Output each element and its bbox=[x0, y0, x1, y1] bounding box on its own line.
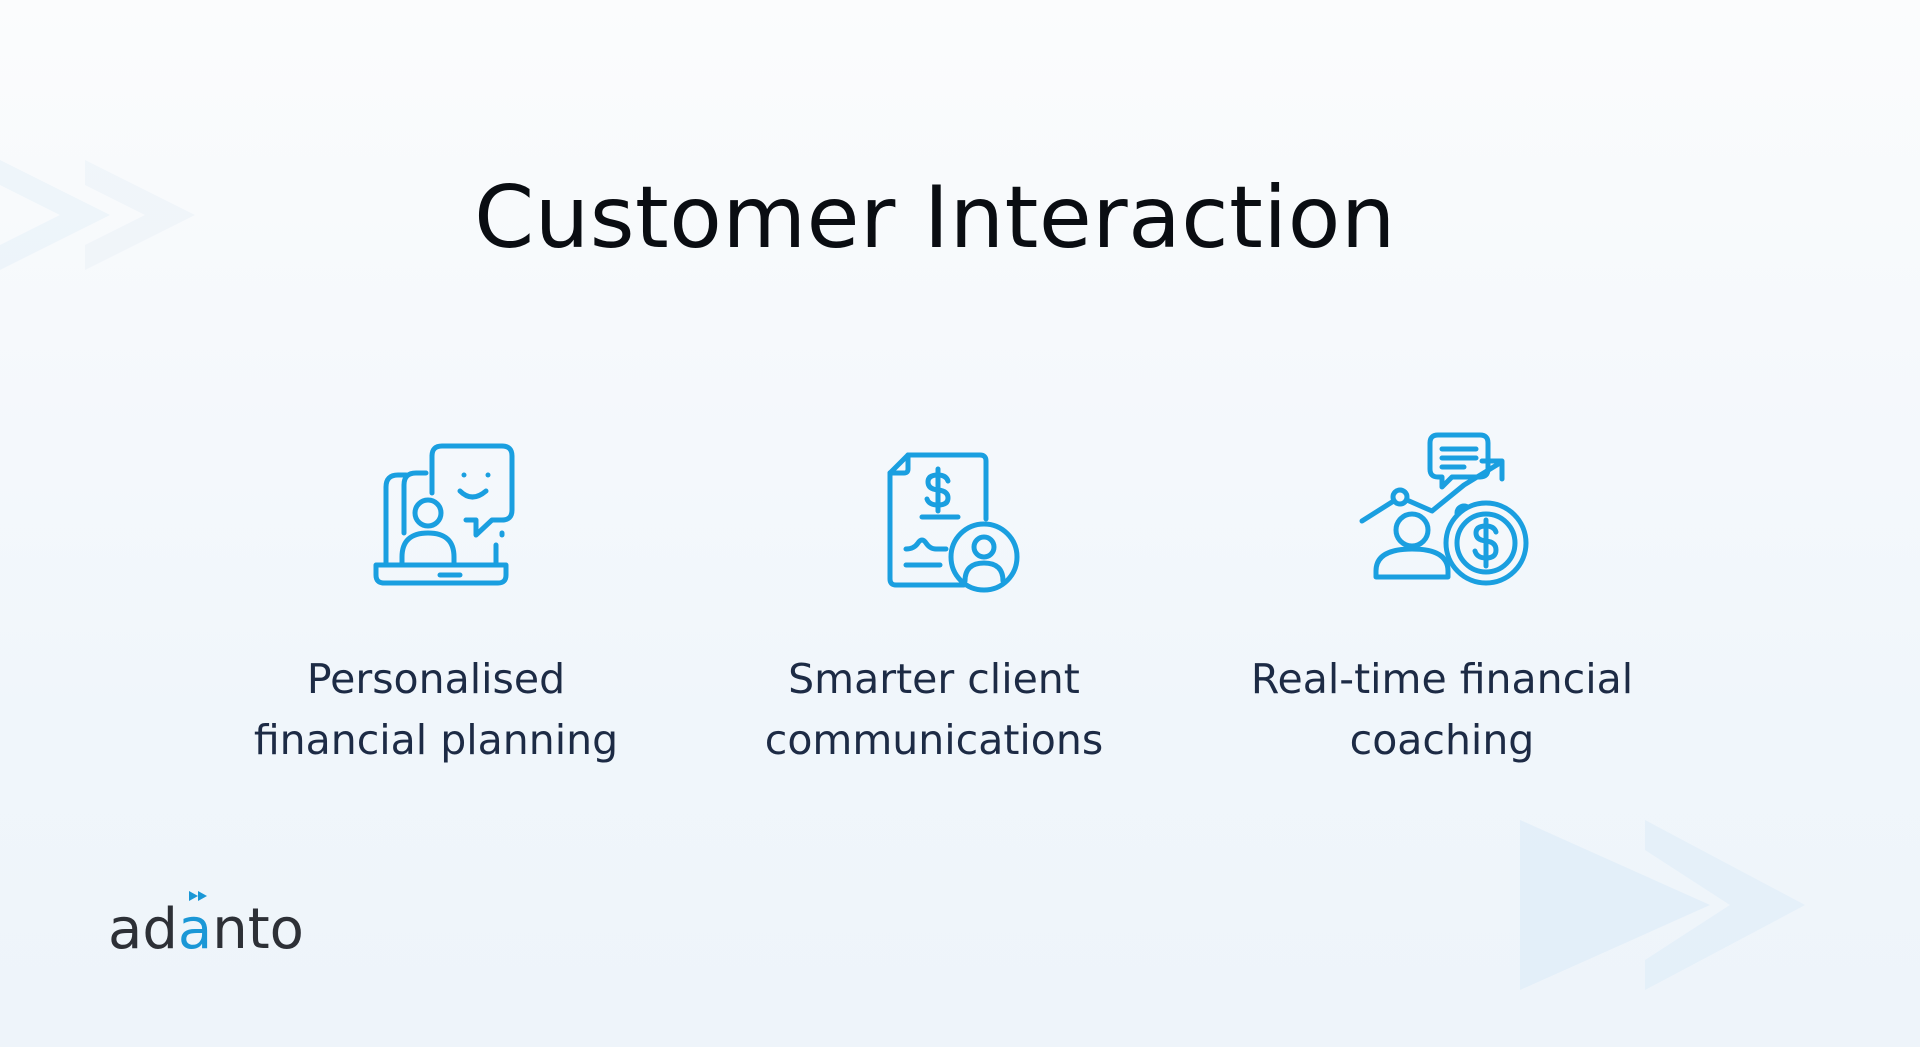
logo-text-start: ad bbox=[108, 897, 178, 962]
logo-text-end: nto bbox=[212, 897, 304, 962]
feature-label: Personalised financial planning bbox=[226, 649, 646, 771]
adanto-logo: adanto bbox=[108, 891, 328, 965]
feature-label-line: coaching bbox=[1349, 716, 1535, 764]
logo-wordmark: adanto bbox=[108, 895, 328, 965]
laptop-chat-person-icon bbox=[373, 443, 515, 586]
feature-label-line: financial planning bbox=[253, 716, 619, 764]
logo-text-accent: a bbox=[177, 897, 213, 962]
feature-label-line: Smarter client bbox=[788, 655, 1080, 703]
feature-list: Personalised financial planning bbox=[0, 425, 1920, 765]
logo-chevron-icon bbox=[189, 891, 207, 901]
background-chevron-decoration-left bbox=[0, 160, 195, 270]
feature-smarter-communications: Smarter client communications bbox=[724, 425, 1144, 771]
feature-label: Real-time financial coaching bbox=[1232, 649, 1652, 771]
slide-title: Customer Interaction bbox=[474, 168, 1396, 268]
coaching-growth-dollar-icon bbox=[1359, 432, 1529, 586]
feature-label: Smarter client communications bbox=[724, 649, 1144, 771]
feature-label-line: Real-time financial bbox=[1250, 655, 1634, 703]
feature-label-line: communications bbox=[764, 716, 1104, 764]
feature-label-line: Personalised bbox=[306, 655, 566, 703]
document-dollar-person-icon bbox=[887, 452, 1020, 593]
feature-realtime-coaching: Real-time financial coaching bbox=[1232, 425, 1652, 771]
feature-personalised-planning: Personalised financial planning bbox=[226, 425, 646, 771]
background-chevron-decoration-right bbox=[1520, 820, 1805, 990]
